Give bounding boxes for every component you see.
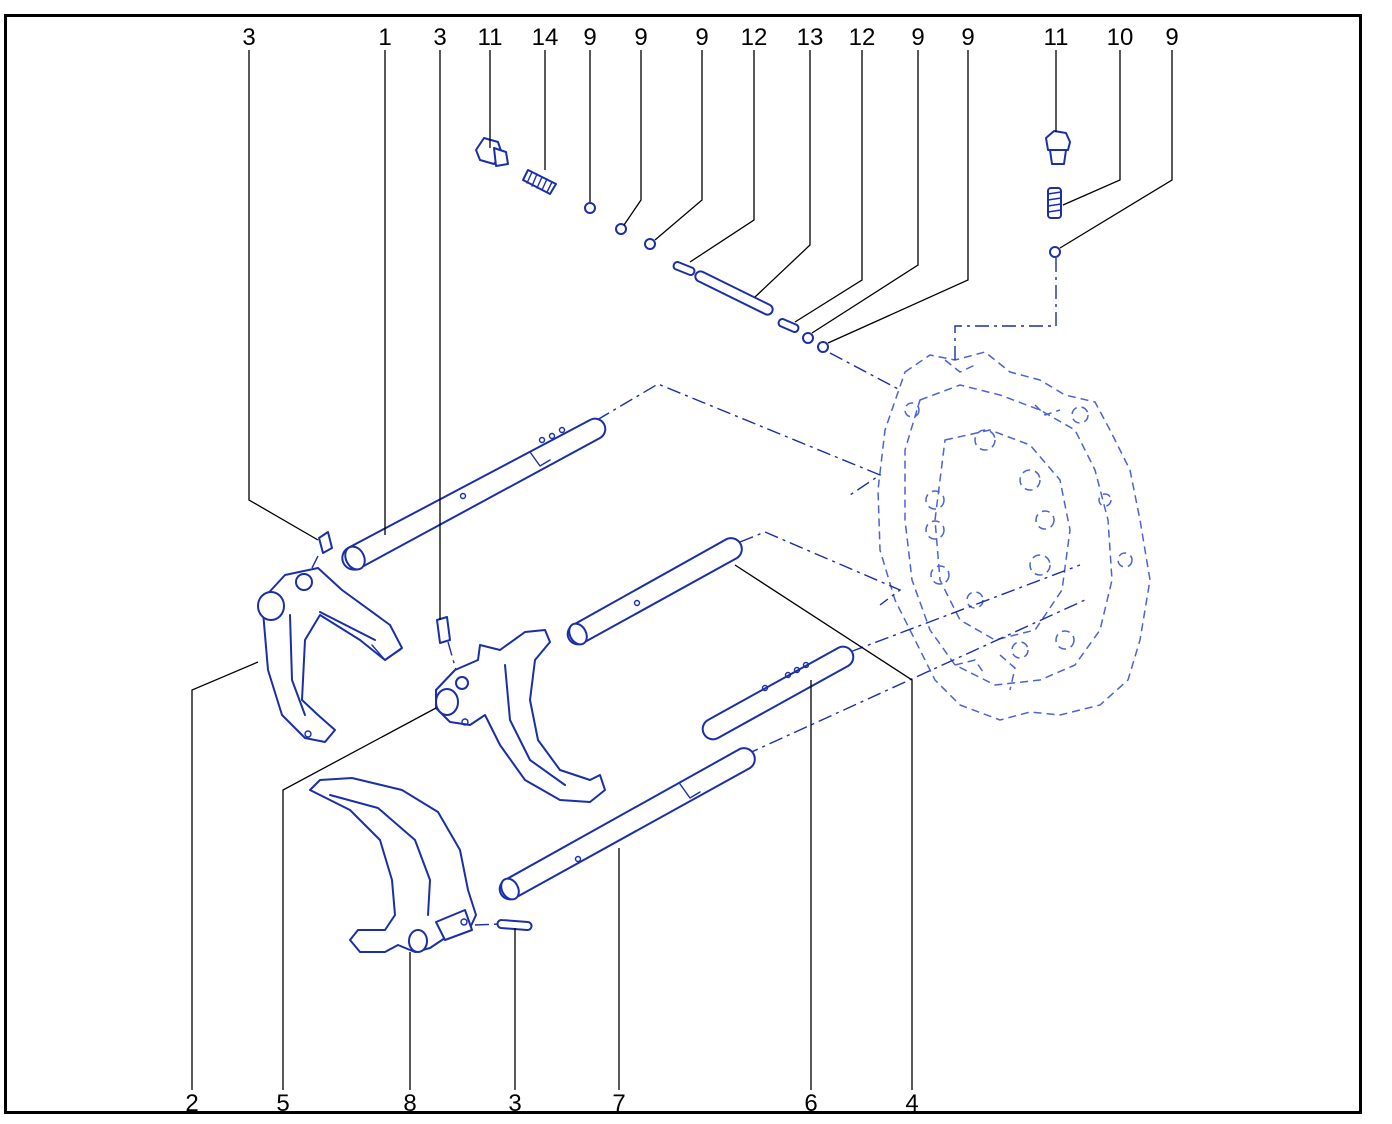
shift-rod-7 — [498, 747, 756, 901]
callout-label: 5 — [276, 1090, 289, 1117]
shift-rod-4 — [566, 537, 743, 646]
callout-label: 3 — [433, 24, 446, 51]
callout-label: 13 — [797, 24, 824, 51]
callout-label: 9 — [634, 24, 647, 51]
callout-label: 9 — [961, 24, 974, 51]
ball-c — [644, 238, 656, 250]
spring-right — [1047, 187, 1062, 219]
pin-short-left — [672, 261, 696, 276]
pin-short-right — [777, 318, 800, 333]
callout-label: 11 — [478, 24, 503, 51]
ball-a — [584, 202, 596, 214]
callout-label: 8 — [403, 1090, 416, 1117]
ball-f — [1049, 246, 1061, 258]
callout-label: 14 — [532, 24, 559, 51]
ball-b — [615, 223, 627, 235]
leader-lines — [191, 50, 1173, 1090]
callout-label: 9 — [911, 24, 924, 51]
spring-left — [522, 169, 557, 195]
callout-label: 3 — [508, 1090, 521, 1117]
shift-rod-6 — [701, 645, 855, 741]
callout-labels-top: 3 1 3 11 14 9 9 9 12 13 12 9 9 11 10 9 — [242, 24, 1178, 51]
callout-labels-bottom: 2 5 8 3 7 6 4 — [185, 1090, 918, 1117]
diagram-frame — [4, 14, 1362, 1114]
callout-label: 9 — [695, 24, 708, 51]
roll-pin-top-left — [318, 531, 333, 554]
shift-fork-8 — [309, 777, 477, 953]
callout-label: 1 — [378, 24, 391, 51]
callout-label: 3 — [242, 24, 255, 51]
callout-label: 9 — [583, 24, 596, 51]
plug-bolt-left — [475, 137, 509, 167]
callout-label: 4 — [905, 1090, 918, 1117]
shift-fork-5 — [435, 629, 606, 803]
callout-label: 10 — [1107, 24, 1134, 51]
roll-pin-middle — [436, 616, 451, 644]
ball-d — [802, 332, 814, 344]
interlock-pin-long — [694, 270, 774, 316]
assembly-lines — [311, 258, 1086, 926]
callout-label: 6 — [804, 1090, 817, 1117]
callout-label: 12 — [849, 24, 876, 51]
callout-label: 12 — [741, 24, 768, 51]
callout-label: 9 — [1165, 24, 1178, 51]
shift-rod-1 — [341, 417, 607, 571]
ball-e — [817, 341, 829, 353]
shift-fork-2 — [257, 567, 403, 743]
roll-pin-bottom — [496, 919, 533, 931]
callout-label: 11 — [1044, 24, 1069, 51]
callout-label: 2 — [185, 1090, 198, 1117]
callout-label: 7 — [612, 1090, 625, 1117]
transmission-case — [877, 351, 1151, 721]
plug-bolt-right — [1045, 130, 1071, 165]
